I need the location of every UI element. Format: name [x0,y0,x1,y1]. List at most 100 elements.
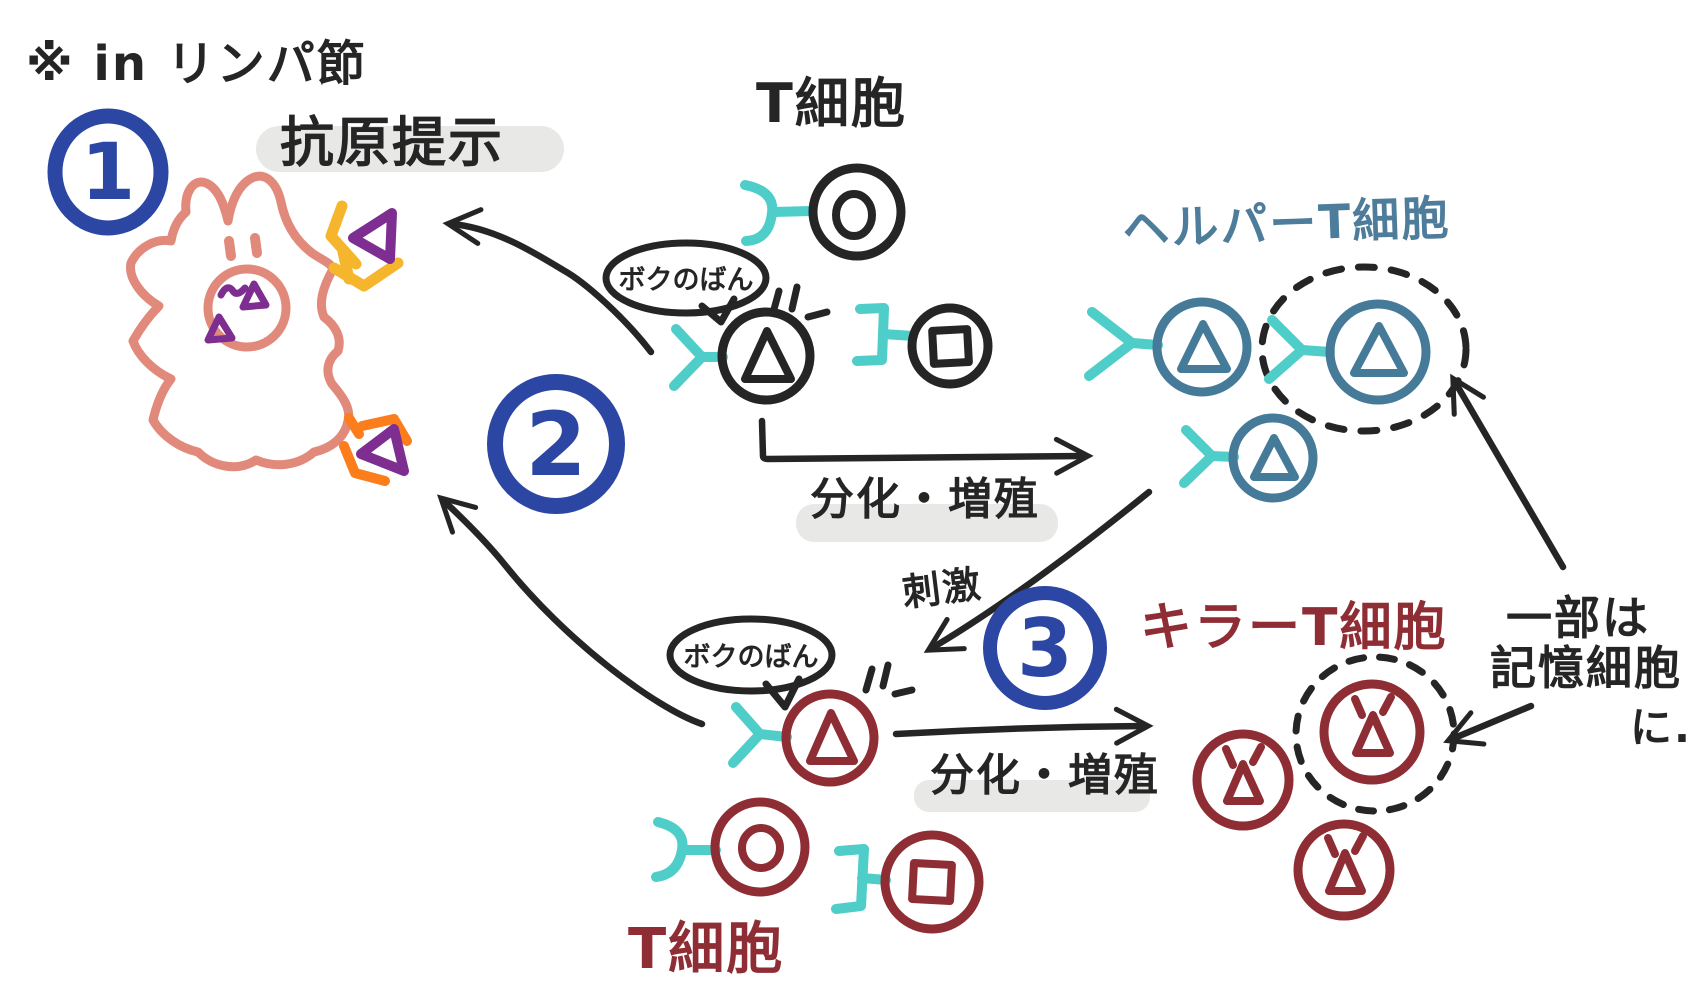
receptor-bracket [852,303,918,366]
receptor-bracket [831,844,891,914]
speech-bubble-top: ボクのばん [602,239,770,326]
antigen-presentation-label: 抗原提示 [256,111,564,174]
arrow-differentiation-top [758,417,1094,476]
antigen-mark-o [832,190,876,240]
step-3-badge: 3 [983,586,1107,710]
memory-dashed-circle-helper [1258,263,1470,435]
angry-eyebrow-right [1249,743,1265,766]
killer-t-label: キラーT細胞 [1140,598,1447,658]
mhc-yellow [325,200,404,292]
label-highlight [796,504,1058,542]
connector-helper-memory [1450,373,1567,571]
antigen-triangle-presented-bottom [356,424,409,476]
mhc-antigen-complex-bottom [339,413,412,486]
receptor-crescent [740,180,817,246]
antigen-triangle-small-2 [204,313,236,344]
antigen-mark-triangle [741,327,795,383]
label-highlight [256,126,564,172]
t-cell-label-top: T細胞 [756,72,907,135]
step-3-number: 3 [1017,602,1073,695]
cell-membrane [1325,299,1431,405]
memory-note-line1: 一部は [1506,591,1650,645]
cell-membrane [808,163,906,261]
dendritic-cell-eyes [224,233,262,261]
label-highlight [914,780,1150,812]
mhc-antigen-complex-top [325,200,404,292]
antigen-triangle-presented-top [348,208,397,264]
memory-note-line3: に. [1630,703,1692,752]
cell-membrane [710,797,810,897]
antigen-squiggle [217,284,249,299]
dendritic-cell-body [126,171,354,472]
antigen-mark-triangle [806,709,858,765]
connector-killer-memory [1443,702,1535,747]
memory-note: 一部は 記憶細胞 に. [1443,373,1692,752]
location-note: ※ in リンパ節 [26,36,367,92]
emphasis-marks [862,661,916,698]
step-2-badge: 2 [487,374,625,514]
angry-eyebrow-left [1351,695,1366,719]
cell-membrane [1228,413,1318,503]
bubble-tail [698,295,738,326]
antigen-mark-triangle [1350,322,1408,377]
antigen-mark-triangle [1250,434,1299,481]
arrow-to-bottom-mhc [436,494,706,728]
differentiation-text-top: 分化・増殖 [810,474,1040,525]
angry-eyebrow-left [1222,745,1237,769]
t-cell-naive-square [852,303,993,389]
killer-t-cell-3 [1293,819,1395,921]
receptor-y [1179,425,1239,488]
antigen-mark-square [928,325,973,368]
killer-t-memory-group [1292,653,1458,815]
helper-t-memory-group [1258,263,1470,435]
helper-t-cell-3 [1179,413,1318,503]
t-cell-killer-precursor [728,661,916,787]
step-1-badge: 1 [47,108,169,236]
receptor-y [1084,307,1163,381]
t-cell-naive-o [740,163,906,261]
speech-text-bottom: ボクのばん [684,642,819,673]
dendritic-cell [126,171,354,472]
bubble-tail [762,675,803,711]
differentiation-label-top: 分化・増殖 [796,474,1058,542]
cell-membrane [717,307,815,405]
cell-membrane [781,689,879,787]
receptor-y [728,702,792,768]
killer-t-cell-memory [1319,679,1425,785]
receptor-y [1264,315,1335,384]
mhc-orange [339,413,412,486]
antigen-mark-triangle [1325,849,1366,895]
memory-note-line2: 記憶細胞 [1490,641,1682,695]
cell-membrane [1293,819,1395,921]
t-cell-naive-triangle [669,283,831,405]
step-2-number: 2 [525,393,586,496]
antigen-triangle-small-1 [239,280,270,311]
stimulation-label: 刺激 [900,562,985,615]
antigen-presentation-text: 抗原提示 [280,111,504,174]
differentiation-label-bottom: 分化・増殖 [914,750,1160,812]
cell-membrane [1319,679,1425,785]
engulfed-antigens [204,280,270,344]
receptor-y [669,324,728,391]
angry-eyebrow-right [1379,693,1395,716]
cell-membrane [1192,729,1294,831]
t-cell-red-square [831,830,984,934]
antigen-mark-o [738,824,784,872]
speech-bubble-bottom: ボクのばん [666,615,836,711]
t-cell-label-bottom: T細胞 [628,917,784,982]
receptor-crescent [651,817,721,882]
antigen-mark-square [908,859,956,905]
cell-membrane [907,303,993,389]
antigen-mark-triangle [1177,320,1231,373]
t-cell-red-o [651,797,810,897]
speech-text-top: ボクのばん [619,265,754,296]
emphasis-marks [769,283,831,321]
arrow-differentiation-bottom [892,706,1154,746]
dendritic-cell-nucleus [203,264,291,352]
arrow-stimulation [923,488,1153,653]
differentiation-text-bottom: 分化・増殖 [930,750,1160,801]
helper-t-label: ヘルパーT細胞 [1121,191,1451,257]
angry-eyebrow-right [1351,832,1367,855]
